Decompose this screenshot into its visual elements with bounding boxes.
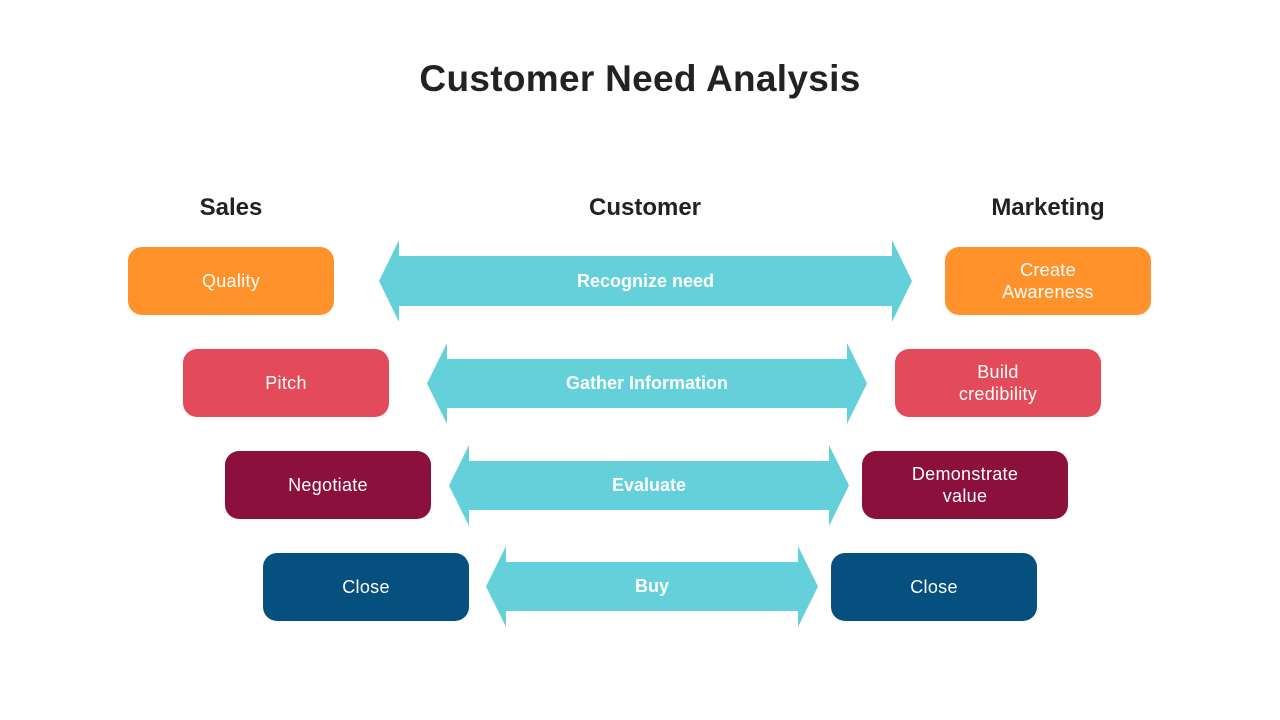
sales-box-negotiate: Negotiate	[225, 451, 431, 519]
column-heading-marketing: Marketing	[991, 194, 1105, 221]
stage-arrow-buy: Buy	[486, 546, 818, 627]
column-heading-customer: Customer	[588, 194, 702, 221]
stage-arrow-recognize-need: Recognize need	[379, 240, 912, 322]
page-title: Customer Need Analysis	[419, 58, 861, 99]
stage-arrow-evaluate: Evaluate	[449, 445, 849, 526]
double-arrow-shape	[449, 445, 849, 526]
marketing-box-close: Close	[831, 553, 1037, 621]
stage-label: Buy	[634, 576, 669, 596]
stage-arrow-gather-information: Gather Information	[427, 343, 867, 424]
sales-box-pitch: Pitch	[183, 349, 389, 417]
stage-label: Evaluate	[611, 475, 687, 495]
double-arrow-shape	[379, 240, 912, 322]
column-heading-sales: Sales	[199, 194, 263, 221]
stage-label: Recognize need	[576, 270, 715, 291]
double-arrow-shape	[427, 343, 867, 424]
marketing-box-build-credibility: Build credibility	[895, 349, 1101, 417]
marketing-box-demonstrate-value: Demonstrate value	[862, 451, 1068, 519]
marketing-box-create-awareness: Create Awareness	[945, 247, 1151, 315]
sales-box-close: Close	[263, 553, 469, 621]
sales-box-quality: Quality	[128, 247, 334, 315]
stage-label: Gather Information	[565, 373, 728, 393]
double-arrow-shape	[486, 546, 818, 627]
